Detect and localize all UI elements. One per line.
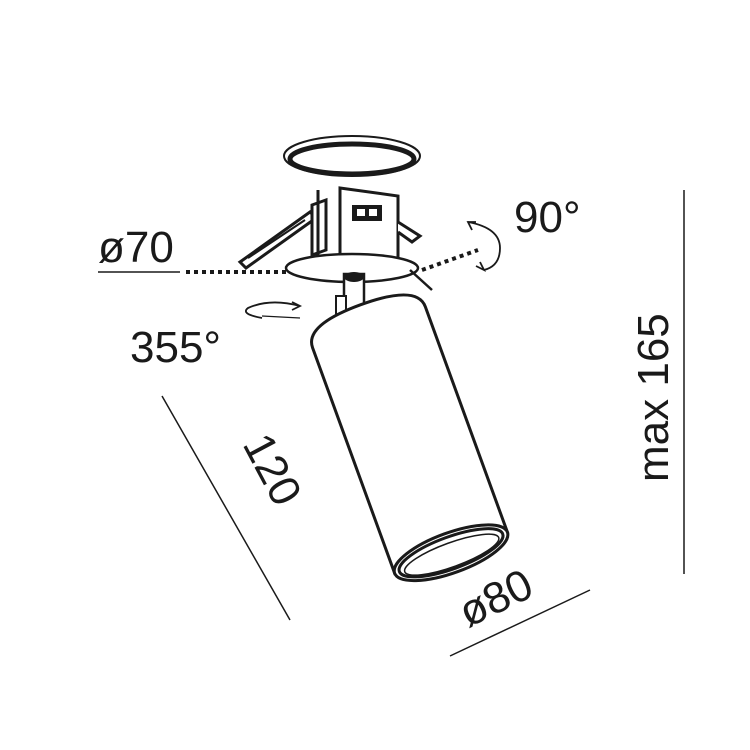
body-diameter-dimension: ø80 (449, 560, 591, 657)
tilt-angle-dimension: 90° (421, 193, 581, 273)
mounting-housing (338, 186, 423, 264)
cutout-diameter-dimension: ø70 (98, 223, 290, 274)
body-diameter-label: ø80 (451, 560, 541, 637)
cutout-diameter-label: ø70 (98, 223, 174, 272)
mounting-clip-left (237, 190, 328, 270)
tilt-angle-label: 90° (514, 193, 581, 242)
height-dimension: max 165 (629, 190, 685, 574)
height-label: max 165 (629, 313, 678, 482)
cover-ring (283, 135, 421, 177)
rotation-angle-dimension: 355° (130, 301, 303, 372)
lamp-cylinder (310, 293, 510, 583)
rotation-angle-label: 355° (130, 323, 221, 372)
body-length-dimension: 120 (161, 395, 311, 621)
body-length-label: 120 (233, 426, 311, 514)
